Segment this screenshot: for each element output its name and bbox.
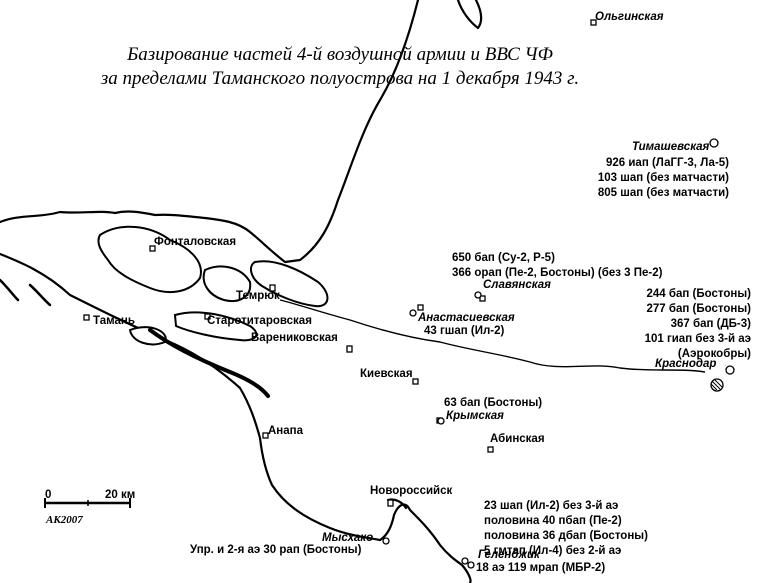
- airfield-timashevskaya: [709, 138, 719, 148]
- place-taman: Тамань: [93, 315, 135, 327]
- liman-akhtanizovsky: [97, 225, 202, 294]
- place-anapa: Анапа: [268, 425, 303, 437]
- unit-line: 244 бап (Бостоны): [646, 288, 752, 300]
- place-abinskaya: Абинская: [490, 433, 545, 445]
- marker-anastasievskaya: [417, 304, 424, 311]
- marker-abinskaya: [487, 446, 494, 453]
- scale-zero: 0: [45, 489, 52, 501]
- marker-fontalovskaya: [149, 245, 156, 252]
- units-gelendzhik: 18 аэ 119 мрап (МБР-2): [476, 561, 605, 576]
- unit-line: Упр. и 2-я аэ 30 рап (Бостоны): [190, 544, 362, 556]
- unit-line: 103 шап (без матчасти): [597, 172, 729, 184]
- place-krymskaya: Крымская: [446, 410, 504, 422]
- unit-line: 5 гмтап (Ил-4) без 2-й аэ: [484, 545, 622, 557]
- marker-kievskaya: [412, 378, 419, 385]
- place-slavyanskaya: Славянская: [483, 279, 551, 291]
- airfield-krasnodar: [725, 365, 735, 375]
- unit-line: 101 гиап без 3-й аэ: [644, 333, 751, 345]
- units-timashevskaya: 926 иап (ЛаГГ-3, Ла-5) 103 шап (без матч…: [598, 156, 729, 201]
- unit-line: половина 40 пбап (Пе-2): [484, 515, 622, 527]
- place-kievskaya: Киевская: [360, 368, 413, 380]
- place-gelendzhik: Геленджик: [478, 549, 540, 561]
- marker-starotitarovskaya: [204, 313, 211, 320]
- marker-taman: [83, 314, 90, 321]
- units-krasnodar: 244 бап (Бостоны) 277 бап (Бостоны) 367 …: [645, 287, 751, 362]
- place-varenikovskaya: Варениковская: [251, 332, 338, 344]
- unit-line: 650 бап (Су-2, Р-5): [452, 252, 555, 264]
- unit-line: 18 аэ 119 мрап (МБР-2): [476, 562, 606, 574]
- liman-kurchansky: [202, 265, 252, 302]
- liman-east: [249, 260, 329, 308]
- unit-line: 926 иап (ЛаГГ-3, Ла-5): [605, 157, 729, 169]
- airfield-myskhako: [382, 537, 390, 545]
- place-starotitarovskaya: Старотитаровская: [207, 315, 312, 327]
- airfield-anastasievskaya: [409, 309, 417, 317]
- scale-bar: [44, 498, 131, 508]
- author-signature: АК2007: [46, 514, 83, 526]
- unit-line: половина 36 дбап (Бостоны): [484, 530, 648, 542]
- unit-line: 63 бап (Бостоны): [444, 397, 543, 409]
- map-title-line1: Базирование частей 4-й воздушной армии и…: [127, 44, 553, 65]
- units-myskhako: Упр. и 2-я аэ 30 рап (Бостоны): [190, 543, 361, 558]
- place-temryuk: Темрюк: [236, 290, 280, 302]
- island-top: [456, 0, 483, 30]
- airfield-slavyanskaya: [474, 291, 482, 299]
- marker-temryuk: [269, 284, 276, 292]
- units-krymskaya: 63 бап (Бостоны): [444, 396, 542, 411]
- units-slavyanskaya: 650 бап (Су-2, Р-5) 366 орап (Пе-2, Бост…: [452, 251, 662, 281]
- scale-max: 20 км: [105, 489, 136, 501]
- place-anastasievskaya: Анастасиевская: [418, 312, 515, 324]
- unit-line: 23 шап (Ил-2) без 3-й аэ: [484, 500, 619, 512]
- coastline-black-sea: [0, 252, 472, 583]
- units-novorossiysk: 23 шап (Ил-2) без 3-й аэ половина 40 пба…: [484, 499, 648, 559]
- marker-olginskaya: [590, 19, 597, 26]
- unit-line: 277 бап (Бостоны): [646, 303, 752, 315]
- airfield-gelendzhik-1: [461, 557, 469, 565]
- coastline-azov: [0, 0, 420, 264]
- marker-varenikovskaya: [346, 345, 353, 353]
- marker-slavyanskaya: [479, 295, 486, 302]
- unit-line: (Аэрокобры): [677, 348, 751, 360]
- map-title-line2: за пределами Таманского полуострова на 1…: [100, 68, 580, 89]
- unit-line: 367 бап (ДБ-3): [670, 318, 751, 330]
- krasnodar-city-icon: [710, 378, 724, 392]
- place-timashevskaya: Тимашевская: [632, 141, 710, 153]
- unit-line: 366 орап (Пе-2, Бостоны) (без 3 Пе-2): [452, 267, 663, 279]
- river-kuban: [279, 299, 706, 373]
- airfield-gelendzhik-2: [467, 561, 475, 569]
- airfield-krymskaya: [437, 417, 445, 425]
- liman-vityazevsky: [173, 311, 258, 342]
- place-myskhako: Мысхако: [322, 532, 374, 544]
- place-krasnodar: Краснодар: [655, 358, 717, 370]
- tuzla-spit: [28, 283, 52, 307]
- bugaz-spit: [148, 328, 270, 398]
- place-fontalovskaya: Фонталовская: [154, 236, 237, 248]
- unit-line: 43 гшап (Ил-2): [424, 325, 505, 337]
- units-anastasievskaya: 43 гшап (Ил-2): [424, 324, 504, 339]
- place-novorossiysk: Новороссийск: [370, 485, 453, 497]
- chushka-spit: [0, 278, 20, 302]
- unit-line: 805 шап (без матчасти): [597, 187, 729, 199]
- place-olginskaya: Ольгинская: [595, 11, 664, 23]
- marker-anapa: [262, 432, 269, 439]
- marker-novorossiysk: [387, 499, 394, 507]
